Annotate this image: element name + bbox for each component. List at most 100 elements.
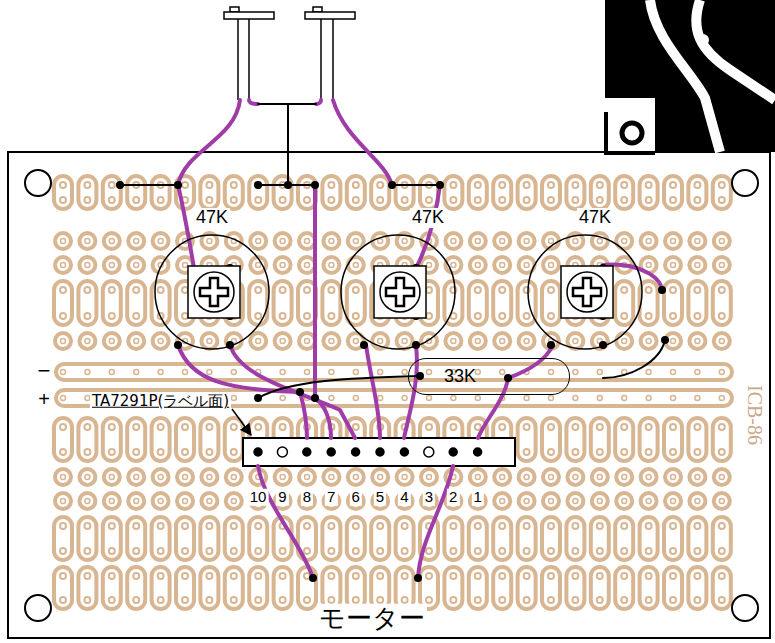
pad-hole [328,548,334,554]
strip-pad [78,517,96,560]
pad-hole [694,182,700,188]
purple-wire [258,466,313,578]
pad-hole [500,239,505,244]
pad-hole [85,263,90,268]
pad-hole [85,239,90,244]
pad-hole [61,239,66,244]
pad-hole [207,239,212,244]
pad-hole [280,263,285,268]
pad-hole [597,475,602,480]
solder-dot [309,574,317,582]
pad-hole [694,197,700,203]
strip-pad [664,567,682,609]
round-pad [55,257,71,273]
pad-hole [328,313,334,319]
pad-hole [475,287,481,293]
motor-label: モーター [317,604,427,633]
pad-hole [182,573,188,579]
pad-hole [231,197,237,203]
pad-hole [646,370,651,375]
strip-pad [542,418,560,461]
pad-hole [280,424,286,430]
purple-wire [313,185,317,398]
round-pad [79,493,95,509]
round-pad [519,233,535,249]
lead-wire [320,19,322,100]
purple-wire [249,100,258,104]
strip-pad [225,418,243,461]
round-pad [55,469,71,485]
pad-hole [61,263,66,268]
pad-hole [671,339,676,344]
pad-hole [694,424,700,430]
round-pad [299,257,315,273]
pad-hole [694,523,700,529]
pad-hole [402,197,408,203]
pad-hole [450,424,456,430]
round-pad [494,493,510,509]
pad-hole [719,573,725,579]
pad-hole [328,573,334,579]
pad-hole [109,499,114,504]
solder-dot [284,181,292,189]
strip-pad [566,176,584,209]
pad-hole [377,573,383,579]
round-pad [519,333,535,349]
pad-hole [60,424,66,430]
strip-pad [274,567,292,609]
strip-pad [615,176,633,209]
pad-hole [572,597,578,603]
strip-pad [176,418,194,461]
round-pad [689,493,705,509]
pad-hole [182,548,188,554]
pad-hole [133,573,139,579]
strip-pad [371,567,389,609]
pad-hole [378,396,383,401]
purple-wire [418,466,453,578]
strip-pad [347,281,365,325]
pad-hole [60,449,66,455]
strip-pad [444,176,462,209]
pad-hole [353,370,358,375]
round-pad [299,233,315,249]
strip-pad [249,281,267,325]
wires [120,100,665,578]
screw-slot [573,278,601,306]
pad-hole [158,523,164,529]
strip-pad [371,517,389,560]
pad-hole [61,499,66,504]
pin-number: 1 [471,489,483,506]
pad-hole [719,597,725,603]
pad-hole [475,475,480,480]
pad-hole [695,499,700,504]
pad-hole [109,239,114,244]
strip-pad [225,517,243,560]
round-pad [128,233,144,249]
pad-hole [670,424,676,430]
strip-pad [396,567,414,609]
pad-hole [109,573,115,579]
pad-hole [549,396,554,401]
round-pad [104,233,120,249]
strip-pad [615,567,633,609]
strip-pad [322,517,340,560]
strip-pad [54,418,72,461]
pot-body [188,266,240,318]
round-pad [348,233,364,249]
pad-hole [206,182,212,188]
pad-hole [231,573,237,579]
pad-hole [305,339,310,344]
strip-pad [591,176,609,209]
pad-hole [670,313,676,319]
pad-hole [182,182,188,188]
round-pad [299,469,315,485]
jumper-wire [120,184,178,186]
strip-pad [493,567,511,609]
pad-hole [450,197,456,203]
label-slot: 9 [276,489,288,506]
ic-pin [376,448,384,456]
pad-hole [206,197,212,203]
pad-hole [231,396,236,401]
strip-pad [225,176,243,209]
